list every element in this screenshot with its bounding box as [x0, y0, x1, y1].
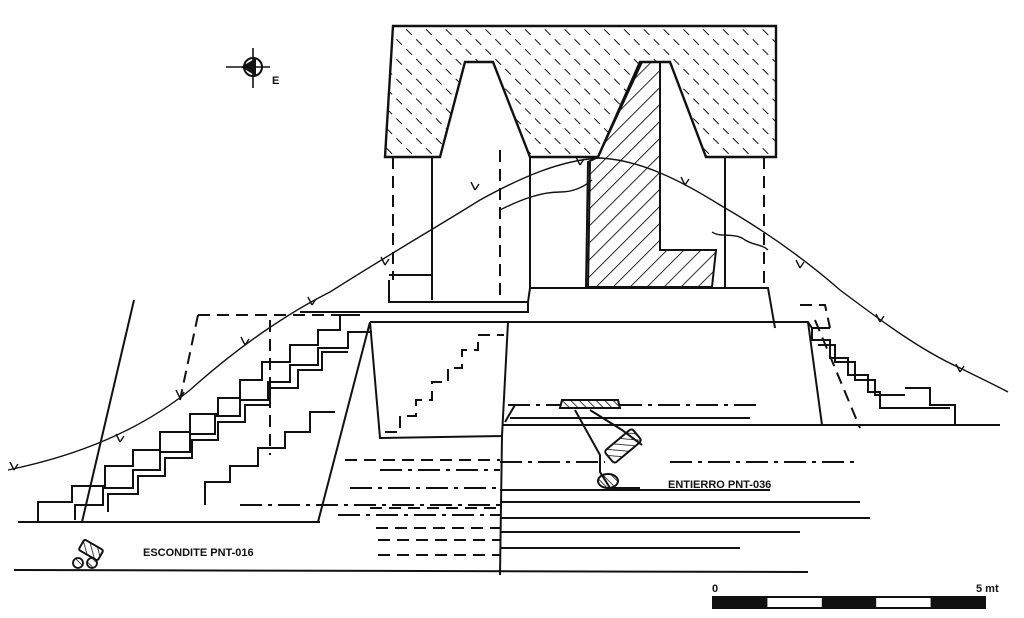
left-staircase: [37, 299, 372, 523]
compass-direction-label: E: [272, 75, 279, 87]
compass-icon: [226, 48, 270, 88]
inner-staircase: [179, 314, 504, 455]
substructure-lines: [13, 404, 1000, 576]
burial-label: ENTIERRO PNT-036: [668, 479, 771, 491]
cache-label: ESCONDITE PNT-016: [143, 547, 254, 559]
right-staircase: [800, 304, 950, 429]
temple-walls: [388, 150, 776, 329]
mound-profile: [7, 156, 1009, 471]
scale-bar: [712, 596, 986, 609]
temple-roof: [383, 24, 778, 159]
scale-end-label: 5 mt: [976, 583, 999, 595]
burial-pnt-036: [558, 399, 643, 489]
scale-start-label: 0: [712, 583, 718, 595]
cache-pnt-016: [72, 539, 104, 569]
